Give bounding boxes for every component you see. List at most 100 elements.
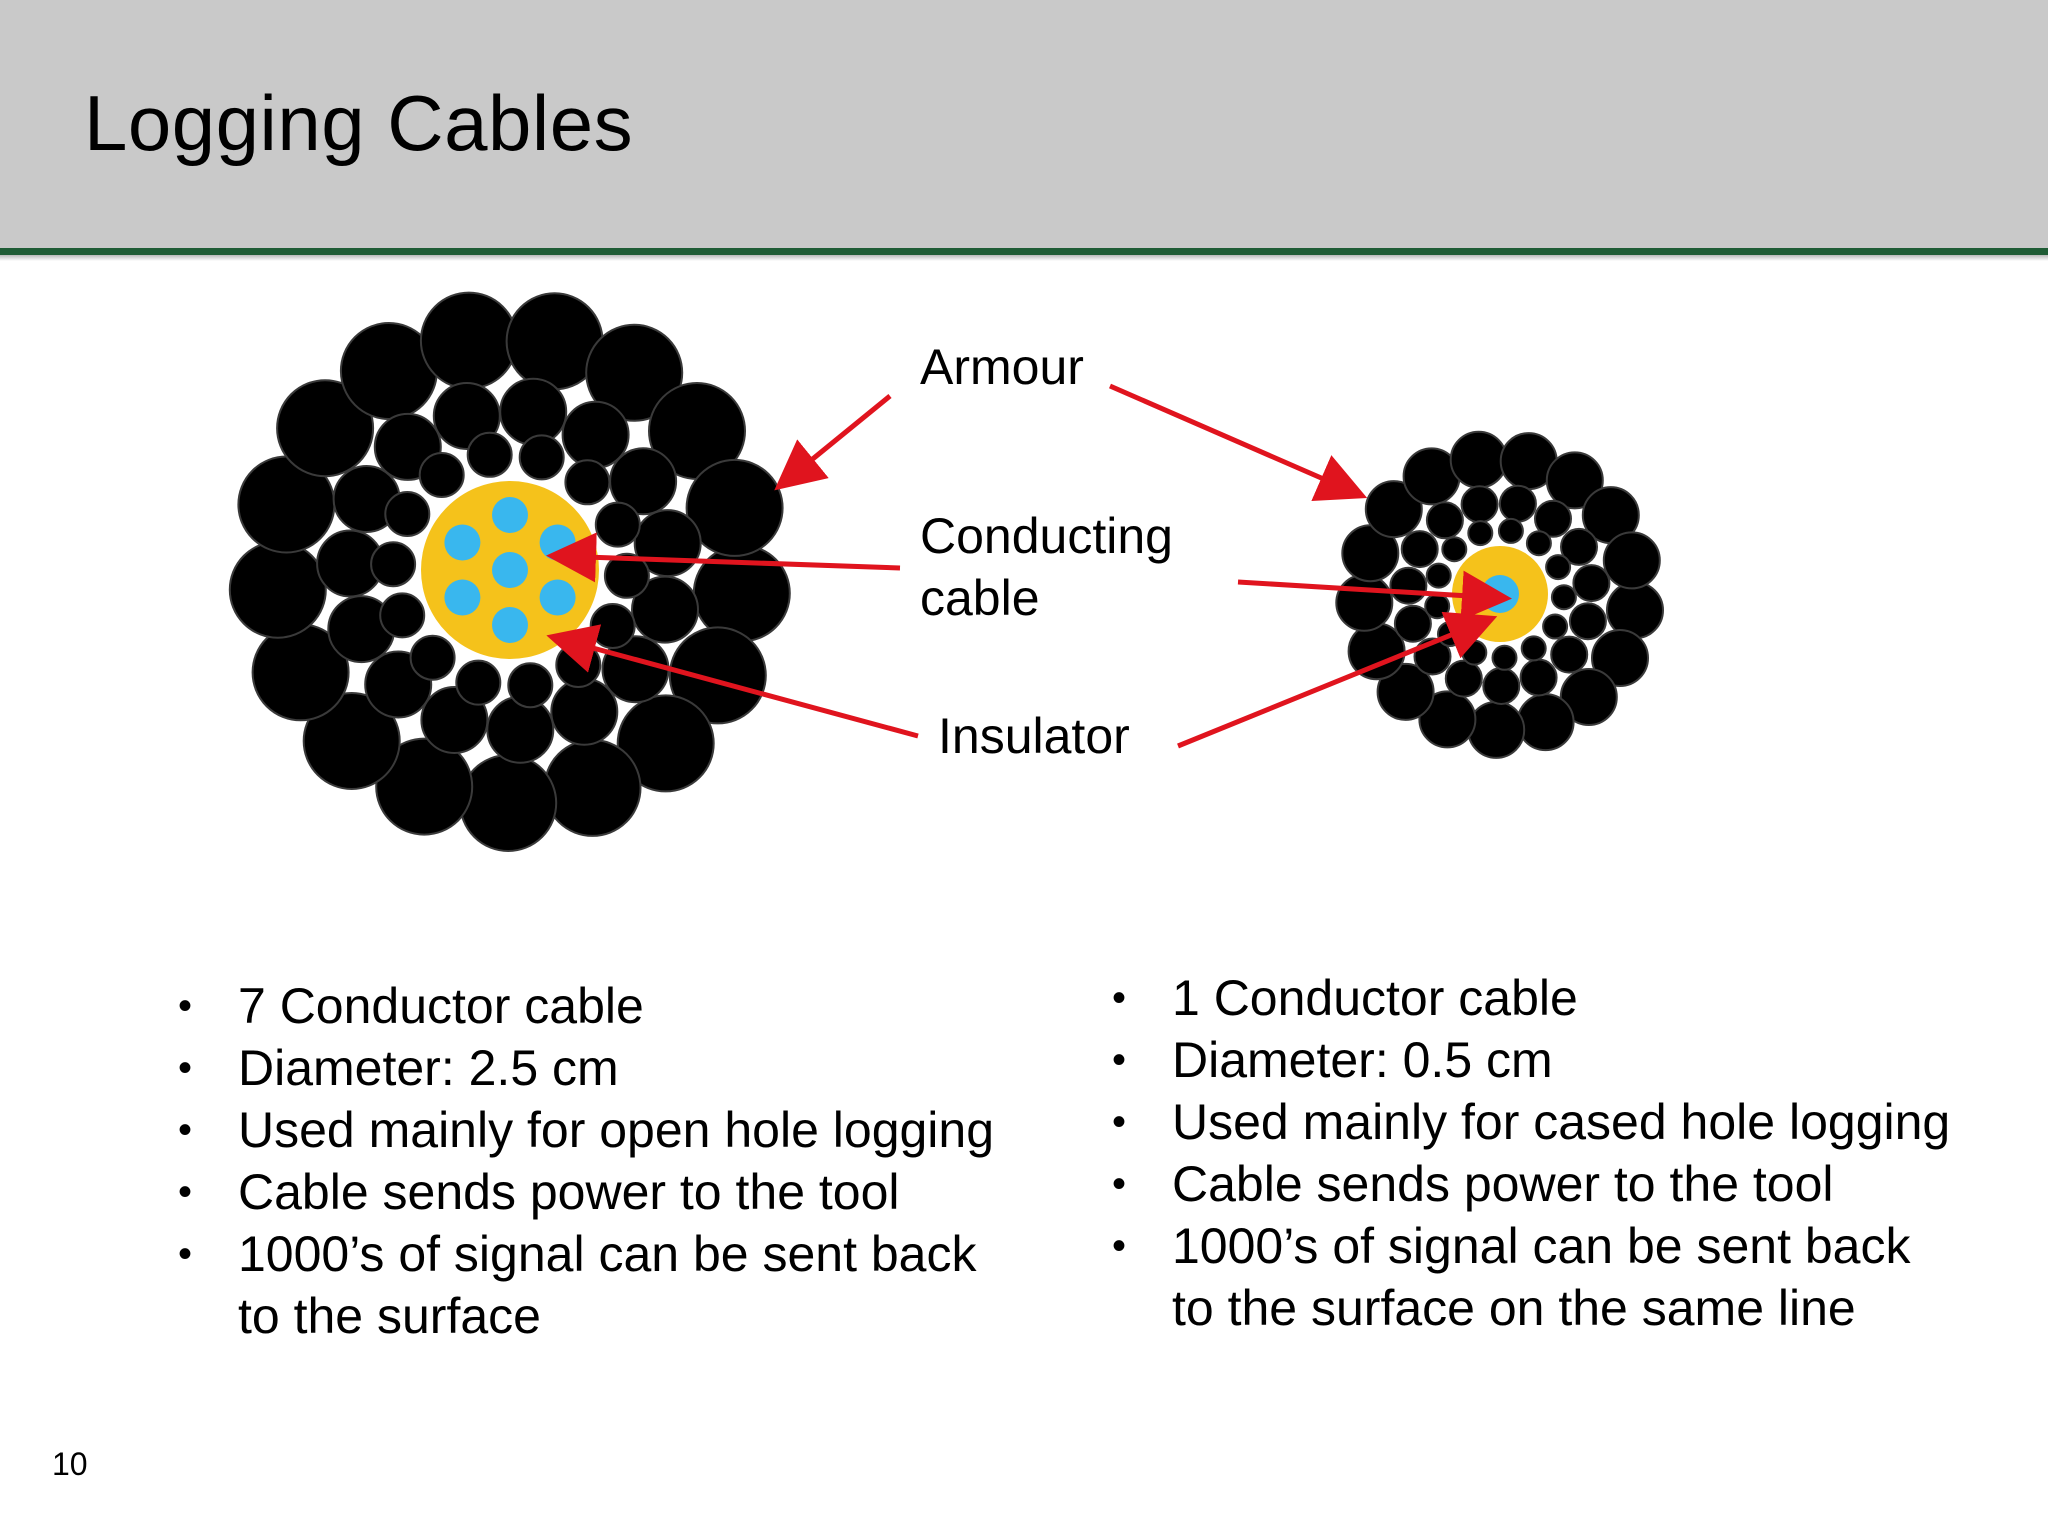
label-armour: Armour [920,339,1084,395]
header-divider [0,248,2048,255]
page-number: 10 [52,1446,88,1482]
outer-armour-wire [459,754,558,852]
bullet-icon: • [178,1046,193,1090]
inner-armour-wire [1545,554,1572,581]
outer-armour-wire [1602,531,1661,590]
conductor [492,552,528,588]
outer-armour-wire [228,540,327,639]
bullet-text: Used mainly for open hole logging [238,1102,995,1158]
label-conducting-cable: Conducting cable [920,508,1173,626]
outer-armour-wire [1467,700,1526,759]
callout-arrows [546,383,1512,749]
list-item: • Used mainly for cased hole logging [1112,1091,2012,1153]
bullet-icon: • [1112,1038,1127,1082]
one-conductor-cable [1335,430,1664,759]
list-item: • 1 Conductor cable [1112,967,2012,1029]
callout-arrow [546,532,901,583]
conductor [492,607,528,643]
inner-armour-wire [518,434,565,481]
outer-armour-wire [543,738,642,837]
inner-armour-wire [499,377,568,446]
inner-armour-wire [1441,536,1468,563]
conductor [539,579,576,616]
inner-armour-wire [1498,484,1537,523]
inner-armour-wire [1519,658,1558,697]
inner-armour-wire [1491,644,1518,671]
inner-armour-wire [594,501,641,548]
bullet-text: 1 Conductor cable [1172,970,1578,1026]
bullet-icon: • [1112,1224,1127,1268]
inner-armour-wire [1534,499,1572,538]
right-cable-bullets: • 1 Conductor cable • Diameter: 0.5 cm • Us… [1112,967,2012,1339]
outer-armour-wire [1418,690,1477,749]
inner-armour-wire [1425,562,1452,589]
bullet-text: Used mainly for cased hole logging [1172,1094,1951,1150]
bullet-text: Cable sends power to the tool [238,1164,900,1220]
inner-armour-wire [1425,501,1464,540]
inner-armour-wire [466,431,513,478]
callout-arrow [1237,570,1512,621]
inner-armour-wire [1467,520,1494,547]
inner-armour-wire [1482,667,1521,705]
inner-armour-wire [1400,530,1439,569]
inner-armour-wire [1444,659,1483,698]
inner-armour-wire [1393,604,1432,643]
inner-armour-wire [379,592,426,639]
inner-armour-wire [550,677,619,746]
bullet-text: 7 Conductor cable [238,978,644,1034]
bullet-icon: • [1112,1162,1127,1206]
bullet-icon: • [1112,976,1127,1020]
conductor [492,497,528,533]
list-item: • 7 Conductor cable [178,975,1058,1037]
inner-armour-wire [1550,584,1577,611]
list-item: • Diameter: 0.5 cm [1112,1029,2012,1091]
list-item: • Used mainly for open hole logging [178,1099,1058,1161]
bullet-icon: • [178,1170,193,1214]
bullet-icon: • [178,984,193,1028]
inner-armour-wire [486,695,555,764]
outer-armour-wire [375,737,474,836]
inner-armour-wire [1550,635,1589,674]
outer-armour-wire [1545,451,1604,510]
outer-armour-wire [1364,480,1423,539]
outer-armour-wire [302,692,401,790]
callout-arrow [1177,611,1498,749]
bullet-text: 1000’s of signal can be sent back to the… [1172,1218,1911,1336]
inner-armour-wire [1424,593,1451,620]
label-insulator: Insulator [938,708,1130,764]
bullet-icon: • [178,1232,193,1276]
list-item: • 1000’s of signal can be sent back to th… [178,1223,1058,1347]
inner-armour-wire [418,452,465,498]
callout-arrow [774,394,892,491]
inner-armour-wire [409,634,456,681]
callout-arrow [546,624,919,739]
list-item: •Cable sends power to the tool [1112,1153,2012,1215]
bullet-text: 1000’s of signal can be sent back to the… [238,1226,977,1344]
outer-armour-wire [1376,662,1435,721]
callout-arrow [1109,383,1368,501]
inner-armour-wire [1497,517,1524,544]
header-shadow [0,255,2048,261]
inner-armour-wire [564,459,611,506]
inner-armour-wire [507,662,554,709]
list-item: • Cable sends power to the tool [178,1161,1058,1223]
outer-armour-wire [668,626,767,725]
outer-armour-wire [419,291,518,390]
outer-armour-wire [1516,693,1575,752]
seven-conductor-cable [228,291,791,852]
inner-armour-wire [1525,530,1552,557]
inner-armour-wire [1389,566,1428,605]
slide-title: Logging Cables [84,79,634,167]
bullet-icon: • [1112,1100,1127,1144]
bullet-text: Diameter: 0.5 cm [1172,1032,1553,1088]
inner-armour-wire [1568,602,1607,641]
outer-armour-wire [1591,629,1649,687]
outer-armour-wire [585,323,684,422]
inner-armour-wire [1542,613,1569,640]
inner-armour-wire [1460,485,1499,524]
outer-armour-wire [1559,668,1618,726]
left-cable-bullets: •7 Conductor cable •Diameter: 2.5 cm •Us… [178,975,1058,1347]
bullet-icon: • [178,1108,193,1152]
list-item: • 1000’s of signal can be sent back to th… [1112,1215,2012,1339]
